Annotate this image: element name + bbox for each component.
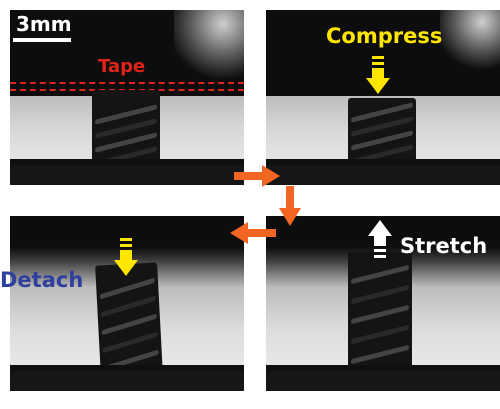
tape-line <box>10 82 244 84</box>
sample-cylinder <box>92 90 160 170</box>
base-step <box>266 159 500 165</box>
compress-label: Compress <box>326 24 443 48</box>
detach-label: Detach <box>0 268 84 292</box>
background-glow <box>440 10 500 70</box>
panel-stretch: Stretch <box>266 216 500 391</box>
stretch-arrow-icon <box>368 220 392 258</box>
detach-arrow-icon <box>114 238 138 276</box>
base-plate <box>266 371 500 391</box>
background-glow <box>174 10 244 80</box>
panel-tape: 3mm Tape <box>10 10 244 185</box>
scale-label: 3mm <box>16 12 72 36</box>
base-plate <box>266 165 500 185</box>
base-plate <box>10 165 244 185</box>
scale-bar <box>13 38 71 42</box>
arrow-left-icon <box>230 222 276 244</box>
tape-label: Tape <box>98 56 146 77</box>
base-step <box>10 365 244 371</box>
compress-arrow-icon <box>366 56 390 94</box>
base-plate <box>10 371 244 391</box>
stretch-label: Stretch <box>400 234 488 258</box>
sample-cylinder <box>95 262 163 378</box>
sample-cylinder <box>348 98 416 170</box>
panel-detach <box>10 216 244 391</box>
base-step <box>10 159 244 165</box>
arrow-down-icon <box>279 186 301 226</box>
base-step <box>266 365 500 371</box>
arrow-right-icon <box>234 165 280 187</box>
sample-cylinder <box>348 252 412 376</box>
panel-compress: Compress <box>266 10 500 185</box>
